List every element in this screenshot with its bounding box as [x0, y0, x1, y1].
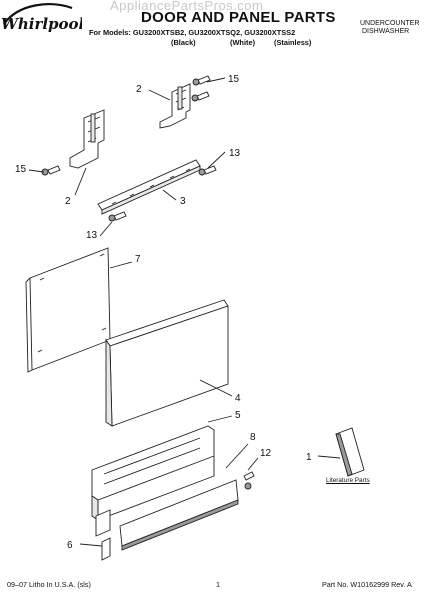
watermark: AppliancePartsPros.com: [110, 0, 264, 13]
kick-plate-part-8: [119, 479, 239, 551]
color-white: (White): [230, 38, 256, 47]
model-list: For Models: GU3200XTSB2, GU3200XTSQ2, GU…: [89, 28, 296, 37]
screw-12: [243, 471, 255, 490]
whirlpool-logo: Whirlpool: [1, 3, 85, 33]
product-type-line-2: DISHWASHER: [362, 28, 410, 35]
page-title: DOOR AND PANEL PARTS: [141, 9, 336, 26]
rail-part-3: [97, 159, 201, 215]
svg-text:Whirlpool: Whirlpool: [1, 15, 82, 33]
callout-15-upper: 15: [228, 74, 240, 85]
clip-part-6: [101, 537, 111, 561]
callout-2-upper: 2: [136, 84, 142, 95]
screw-15-upper: [191, 75, 211, 102]
callout-12: 12: [260, 448, 272, 459]
toe-panel-part-5: [91, 425, 215, 537]
leader-lines: [28, 77, 341, 547]
literature-parts-label: Literature Parts: [326, 477, 370, 484]
callout-3: 3: [180, 196, 186, 207]
callout-4: 4: [235, 393, 241, 404]
callout-13-upper: 13: [229, 148, 241, 159]
screw-13-right: [198, 165, 217, 176]
footer-page-number: 1: [216, 580, 220, 589]
bracket-upper-right: [159, 83, 191, 129]
screw-13-left: [108, 211, 127, 222]
callout-15-lower: 15: [15, 164, 27, 175]
callout-13-lower: 13: [86, 230, 98, 241]
door-panel-part-4: [105, 299, 229, 427]
callout-7: 7: [135, 254, 141, 265]
callout-2-lower: 2: [65, 196, 71, 207]
callout-labels: 15 2 15 13 2 3 13 7 4 5 8 12 1 6: [15, 74, 312, 551]
footer-part-number: Part No. W10162999 Rev. A: [322, 580, 412, 589]
footer-litho: 09–07 Litho In U.S.A. (sls): [7, 580, 91, 589]
callout-5: 5: [235, 410, 241, 421]
screw-15-lower: [41, 165, 61, 176]
color-stainless: (Stainless): [274, 38, 312, 47]
callout-6: 6: [67, 540, 73, 551]
literature-part-1: [335, 427, 365, 477]
color-black: (Black): [171, 38, 196, 47]
product-type-line-1: UNDERCOUNTER: [360, 20, 420, 27]
callout-1: 1: [306, 452, 312, 463]
inner-panel-part-7: [25, 247, 111, 373]
callout-8: 8: [250, 432, 256, 443]
bracket-lower-left: [69, 109, 105, 169]
